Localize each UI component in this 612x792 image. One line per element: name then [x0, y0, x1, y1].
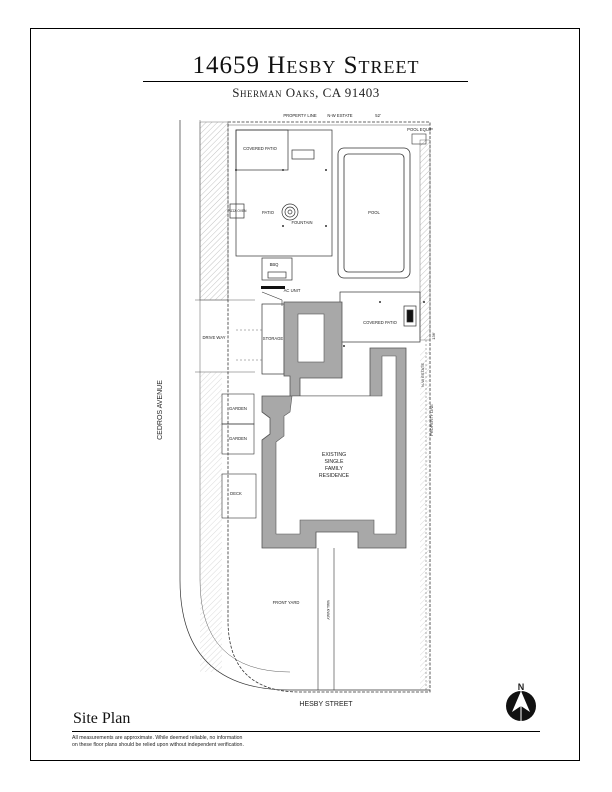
label-property-line-right: PROPERTY LINE — [429, 404, 434, 436]
footer-rule — [72, 731, 540, 732]
label-storage: STORAGE — [263, 336, 284, 341]
label-dim-right: 136' — [431, 332, 436, 340]
disclaimer-line-1: All measurements are approximate. While … — [72, 735, 243, 741]
label-deck: DECK — [230, 491, 242, 496]
label-residence-4: RESIDENCE — [319, 473, 350, 479]
label-measure-right: N-W ESTATE — [420, 363, 425, 387]
footer-title: Site Plan — [73, 710, 131, 727]
label-drive-way: DRIVE WAY — [202, 335, 225, 340]
ac-unit — [261, 291, 283, 306]
label-measure-top: N-W ESTATE — [327, 113, 352, 118]
label-garden-1: GARDEN — [229, 406, 247, 411]
label-dim-top: 52' — [375, 113, 381, 118]
disclaimer-line-2: on these floor plans should be relied up… — [72, 741, 244, 748]
pool-equip-box — [411, 133, 427, 145]
label-residence-2: SINGLE — [324, 459, 344, 465]
label-residence-1: EXISTING — [322, 452, 346, 458]
label-cedros-avenue: CEDROS AVENUE — [157, 380, 164, 440]
label-patio: PATIO — [262, 210, 275, 215]
hedge-left — [199, 121, 229, 301]
page-frame — [30, 28, 580, 761]
north-label: N — [518, 682, 525, 692]
label-pizza-oven: PIZZA OVEN — [228, 209, 247, 213]
covered-patio-right — [339, 291, 421, 343]
label-property-line-top: PROPERTY LINE — [283, 113, 317, 118]
label-garden-2: GARDEN — [229, 436, 247, 441]
label-covered-patio-right: COVERED PATIO — [363, 320, 398, 325]
page-title: 14659 Hesby Street — [192, 52, 420, 79]
label-covered-patio-top: COVERED PATIO — [243, 146, 278, 151]
gate-bar — [261, 286, 285, 289]
label-pool: POOL — [368, 210, 380, 215]
label-bbq: BBQ — [270, 262, 280, 267]
north-arrow: N — [506, 682, 536, 721]
patio-area — [229, 129, 333, 257]
hedge-right-lower — [420, 350, 430, 690]
misc-marks — [235, 169, 425, 347]
label-fountain: FOUNTAIN — [291, 220, 312, 225]
pool — [337, 147, 411, 279]
bbq — [261, 257, 293, 281]
label-walkway: WALKWAY — [326, 600, 331, 620]
property-outline — [227, 121, 431, 693]
label-pool-equip: POOL EQUIP — [407, 127, 433, 132]
label-front-yard: FRONT YARD — [273, 600, 300, 605]
page-subtitle: Sherman Oaks, CA 91403 — [232, 85, 380, 100]
title-underline — [143, 81, 468, 82]
hedge-right — [419, 139, 431, 341]
sidewalk-dash — [236, 329, 427, 690]
gardens — [221, 393, 257, 519]
disclaimer: All measurements are approximate. While … — [72, 735, 332, 748]
hedge-left-lower — [200, 372, 222, 672]
label-ac-unit: AC UNIT — [284, 288, 301, 293]
label-residence-3: FAMILY — [325, 466, 344, 472]
label-hesby-street: HESBY STREET — [299, 701, 353, 708]
residence — [261, 301, 407, 549]
walkway — [317, 548, 335, 690]
